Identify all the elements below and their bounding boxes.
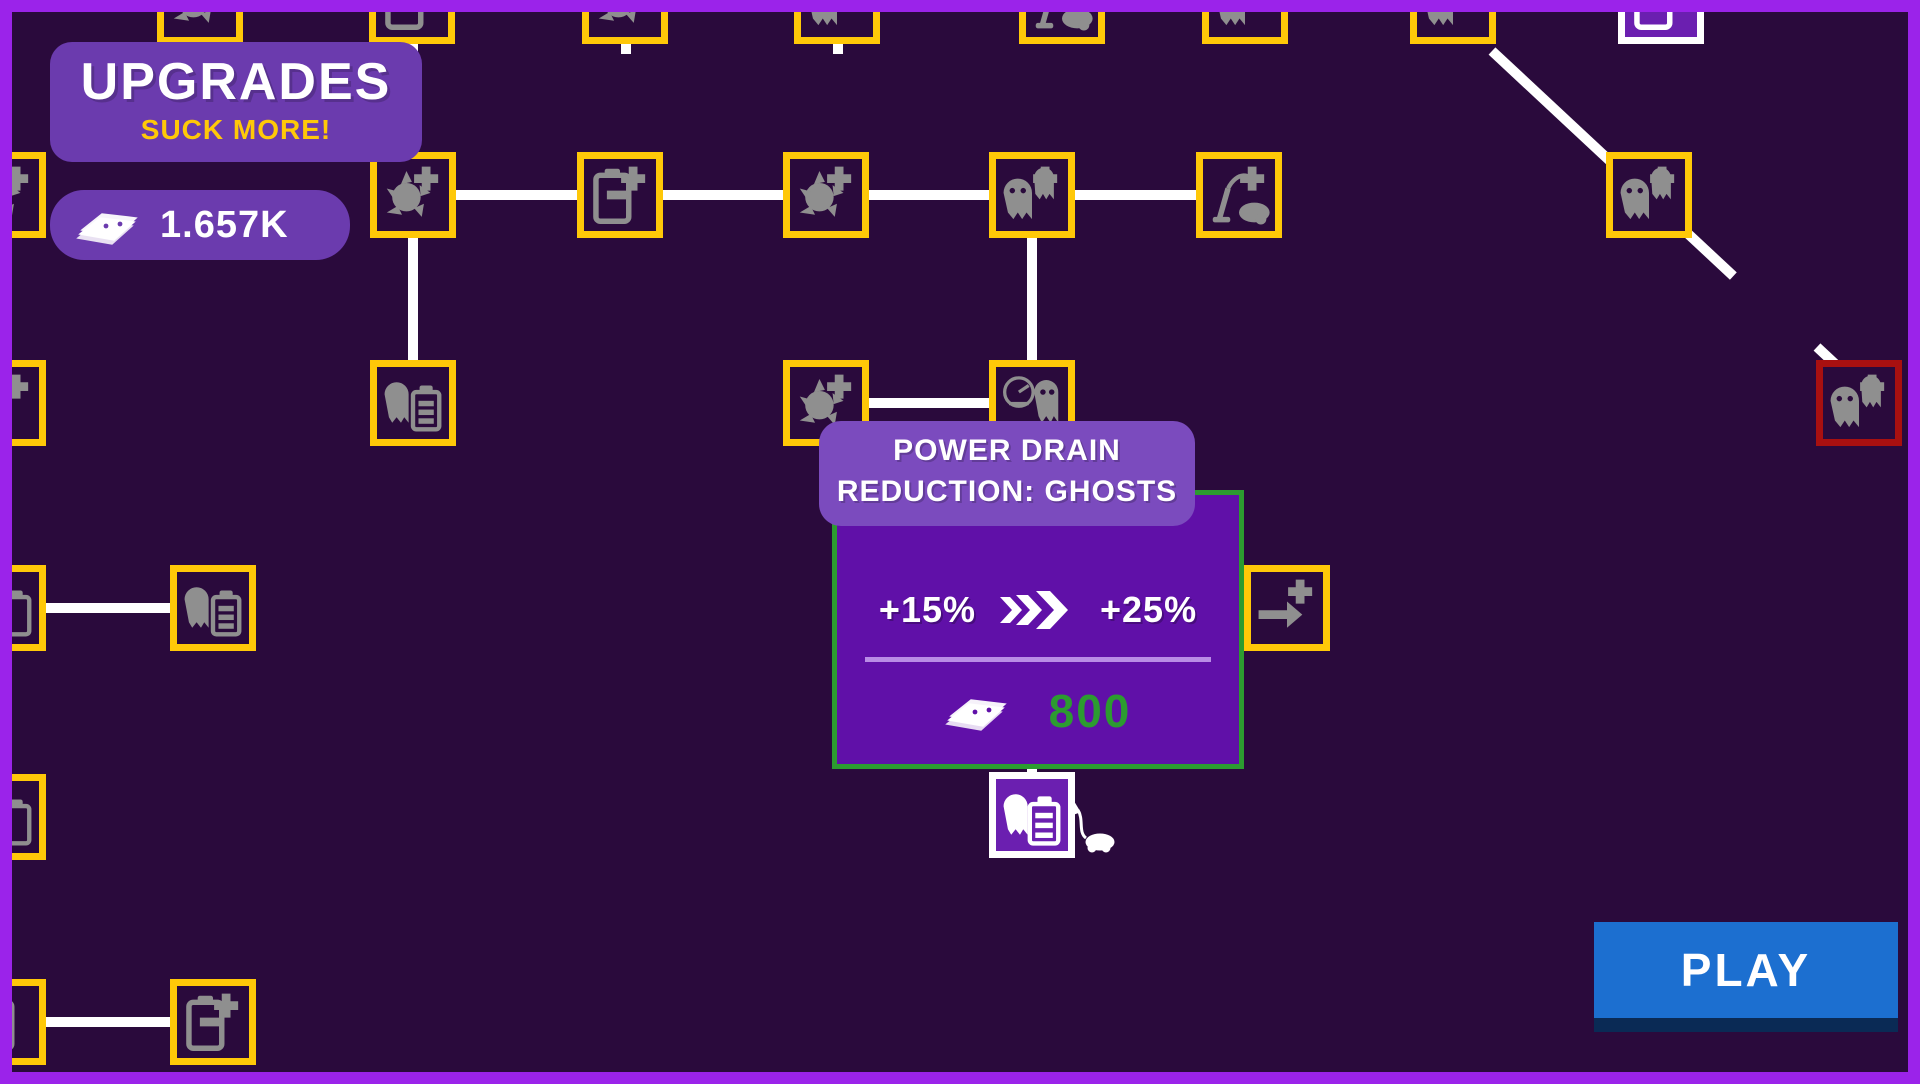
play-button[interactable]: PLAY [1594,922,1898,1032]
upgrade-node[interactable] [12,360,46,446]
ghost-plus-icon [1427,12,1453,26]
upgrade-node[interactable] [1244,565,1330,651]
double-chevron-right-icon [1000,591,1068,629]
cash-stack-icon [76,213,138,245]
splat-plus-icon [799,166,852,217]
upgrade-node[interactable] [12,774,46,860]
link [42,1017,174,1027]
link [42,603,174,613]
next-value: +25% [1100,589,1198,630]
ghost-battery-icon [12,590,32,637]
money-panel: 1.657K [50,190,350,260]
battery-plus-icon [593,166,646,224]
upgrade-node[interactable] [170,979,256,1065]
splat-plus-icon [799,374,852,425]
upgrade-node[interactable] [783,152,869,238]
upgrade-node[interactable] [1816,360,1902,446]
ghost-plus-icon [1003,166,1058,220]
upgrade-node[interactable] [12,565,46,651]
vacuum-plus-icon [1035,12,1093,31]
upgrade-node[interactable] [1202,12,1288,44]
upgrade-node[interactable] [1410,12,1496,44]
splat-plus-icon [386,166,439,217]
upgrade-node[interactable] [369,12,455,44]
vacuum-plus-icon [1212,166,1270,225]
ghost-battery-icon [1003,794,1061,846]
ghost-plus-icon [1620,166,1675,220]
link [408,238,418,362]
cash-stack-icon [944,699,1007,731]
splat-plus-icon [598,12,636,23]
current-value: +15% [878,589,976,630]
battery-plus-icon [12,1001,15,1050]
tooltip-title-pill: POWER DRAIN REDUCTION: GHOSTS [819,421,1195,526]
upgrade-node[interactable] [1618,12,1704,44]
speedometer-ghost-icon [1003,376,1059,423]
tooltip-cost-row: 800 [837,684,1239,764]
link [1027,238,1037,362]
page-title: UPGRADES [80,53,392,111]
ghost-battery-icon [184,587,242,637]
link [452,190,580,200]
upgrade-node[interactable] [370,360,456,446]
splat-plus-icon [12,374,29,399]
upgrade-node-selected[interactable] [989,772,1075,858]
link [1070,190,1198,200]
vacuum-cursor-icon [1073,800,1115,853]
tooltip-title-line1: POWER DRAIN [893,434,1121,467]
upgrade-tooltip: POWER DRAIN REDUCTION: GHOSTS +15% +25% [819,421,1244,769]
cost-value: 800 [1048,685,1132,737]
upgrade-node[interactable] [157,12,243,44]
upgrade-node[interactable] [577,152,663,238]
play-button-label: PLAY [1680,944,1812,996]
splat-plus-icon [12,166,29,216]
upgrade-node[interactable] [170,565,256,651]
link [864,190,992,200]
arrow-plus-icon [1258,579,1313,628]
upgrades-header-panel: UPGRADES SUCK MORE! [50,42,422,162]
tooltip-title-line2: REDUCTION: GHOSTS [836,474,1178,508]
ghost-battery-icon [384,382,442,432]
money-value: 1.657K [160,203,289,246]
ghost-battery-icon [12,799,32,846]
upgrade-node[interactable] [12,152,46,238]
link [864,398,992,408]
tooltip-body: +15% +25% [837,495,1239,764]
splat-plus-icon [173,12,211,23]
ghost-plus-icon [1219,12,1245,26]
battery-plus-icon [1634,12,1673,30]
link [658,190,786,200]
upgrade-node[interactable] [1196,152,1282,238]
upgrade-tree-board[interactable]: UPGRADES SUCK MORE! 1.657K POWER DRAIN R… [12,12,1908,1072]
battery-plus-icon [385,12,424,30]
upgrade-node[interactable] [989,152,1075,238]
upgrade-node[interactable] [794,12,880,44]
upgrade-node[interactable] [1606,152,1692,238]
upgrade-node[interactable] [582,12,668,44]
ghost-plus-icon [811,12,837,26]
battery-plus-icon [186,993,239,1051]
upgrade-node[interactable] [370,152,456,238]
upgrade-node[interactable] [12,979,46,1065]
tooltip-divider [865,657,1211,662]
tooltip-stat-row: +15% +25% [837,587,1239,657]
ghost-plus-icon [1830,374,1885,428]
page-subtitle: SUCK MORE! [140,114,332,145]
upgrade-node[interactable] [1019,12,1105,44]
